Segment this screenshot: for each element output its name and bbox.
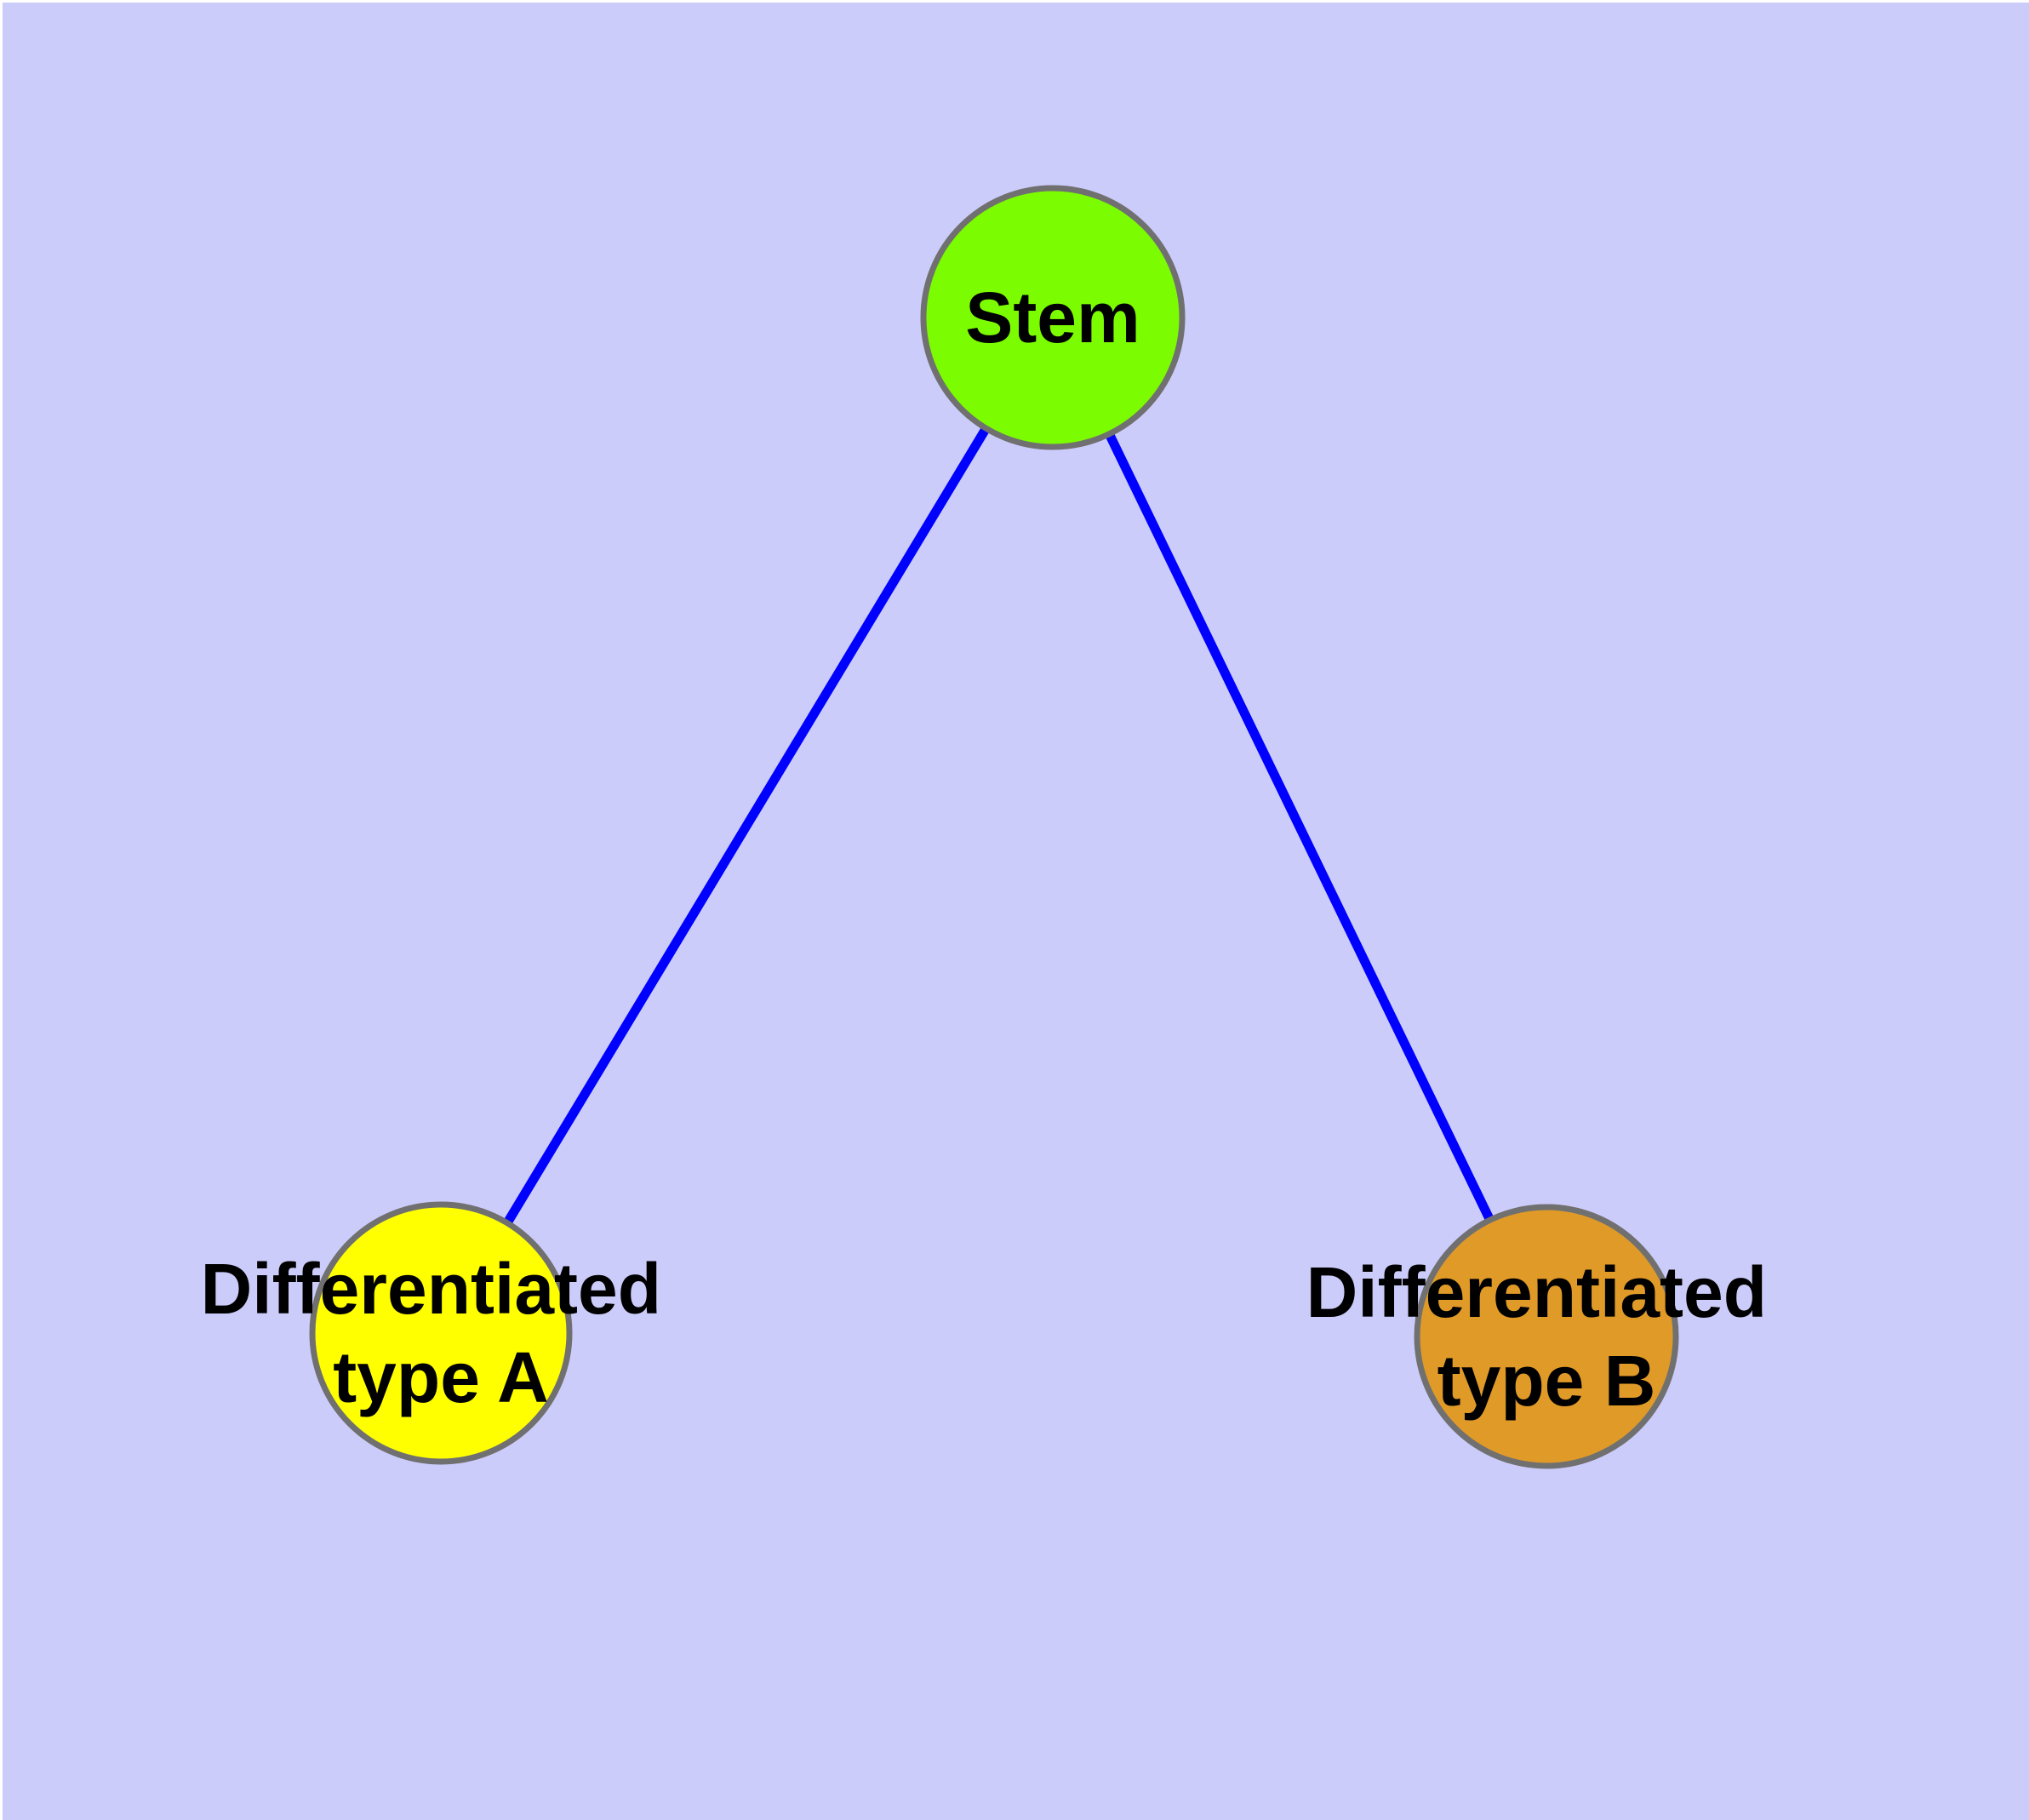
edge-stem-to-differentiated-type-b[interactable] xyxy=(1049,315,1551,1339)
node-stem-label: Stem xyxy=(965,278,1140,358)
node-differentiated-type-b-circle[interactable] xyxy=(1414,1204,1679,1469)
node-differentiated-type-b-label-line-2: type B xyxy=(1437,1341,1656,1421)
node-stem-label-line-1: Stem xyxy=(965,278,1140,358)
edge-stem-to-differentiated-type-a[interactable] xyxy=(437,315,1057,1336)
node-stem-circle[interactable] xyxy=(920,185,1186,450)
node-differentiated-type-b-label: Differentiated type B xyxy=(1306,1246,1787,1421)
node-differentiated-type-a-circle[interactable] xyxy=(309,1201,573,1465)
node-differentiated-type-a[interactable]: Differentiated type A xyxy=(201,1201,682,1465)
node-differentiated-type-a-label: Differentiated type A xyxy=(201,1243,682,1417)
node-differentiated-type-a-label-line-1: Differentiated xyxy=(201,1249,661,1329)
node-stem[interactable]: Stem xyxy=(920,185,1186,450)
node-differentiated-type-b[interactable]: Differentiated type B xyxy=(1306,1204,1787,1469)
node-differentiated-type-b-label-line-1: Differentiated xyxy=(1306,1252,1767,1332)
node-differentiated-type-a-label-line-2: type A xyxy=(333,1337,549,1417)
edge-layer xyxy=(437,315,1551,1339)
node-layer: Stem Differentiated type A Differentiate… xyxy=(201,185,1787,1469)
